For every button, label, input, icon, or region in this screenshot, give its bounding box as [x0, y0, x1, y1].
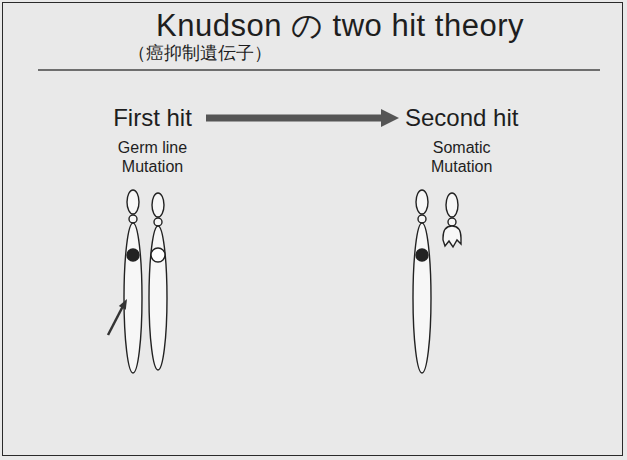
chromosome-pair-second [413, 190, 461, 373]
title-rule [38, 69, 600, 71]
pointer-arrow [108, 299, 127, 335]
text-group-node: First hitGerm line Mutation [105, 104, 200, 176]
arrow-shaft [206, 115, 381, 122]
mutation-type: Somatic Mutation [414, 138, 509, 176]
stage-heading: First hit [105, 104, 200, 132]
chromosome-pair-first [124, 190, 167, 373]
text-group-node: Second hitSomatic Mutation [405, 104, 518, 176]
slide-title: Knudson の two hit theory [60, 8, 620, 44]
arrow-head [381, 109, 399, 127]
mutation-type: Germ line Mutation [105, 138, 200, 176]
stage-heading: Second hit [405, 104, 518, 132]
subtitle-label: （癌抑制遺伝子） [128, 42, 272, 64]
transition-arrow [206, 109, 399, 127]
